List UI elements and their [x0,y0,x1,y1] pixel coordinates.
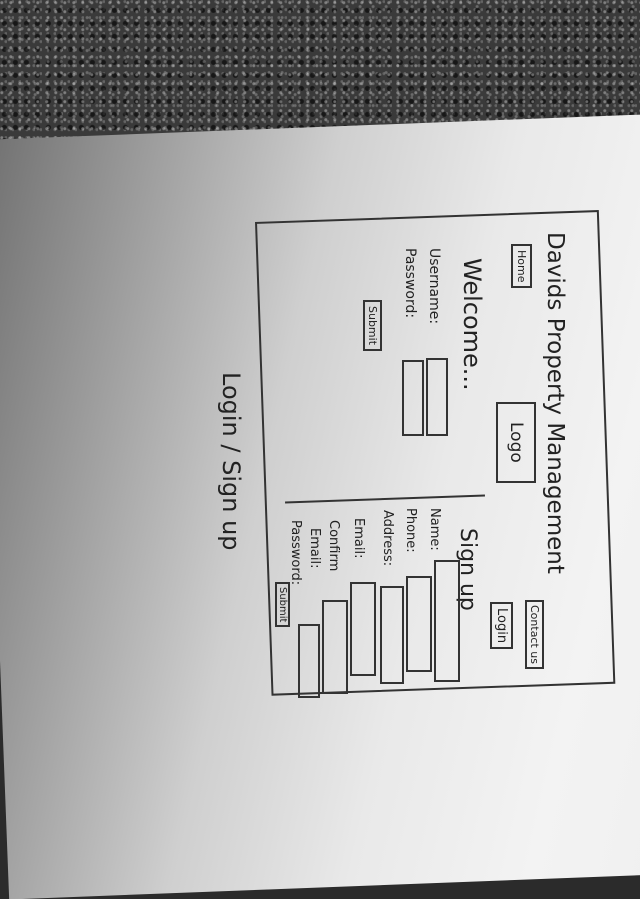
username-field[interactable] [426,358,448,436]
signup-name-field[interactable] [434,560,460,682]
signup-address-label: Address: [380,510,395,567]
login-submit-button[interactable]: Submit [363,300,382,352]
password-field[interactable] [402,360,424,436]
signup-password-field[interactable] [298,624,320,698]
signup-email-field[interactable] [350,582,376,676]
signup-phone-field[interactable] [406,576,432,672]
site-title: Davids Property Management [542,232,568,574]
page-caption: Login / Sign up [217,372,245,551]
signup-submit-button[interactable]: Submit [275,582,290,628]
signup-phone-label: Phone: [403,508,418,553]
wireframe-sketch: Davids Property Management Home Contact … [217,209,616,698]
nav-home-button[interactable]: Home [511,244,532,289]
nav-login-button[interactable]: Login [490,602,513,650]
signup-email-label: Email: [351,518,366,559]
logo-placeholder: Logo [496,402,536,483]
signup-address-field[interactable] [380,586,404,684]
signup-name-label: Name: [427,508,442,551]
signup-confirm-email-field[interactable] [322,600,348,694]
signup-password-label: Password: [288,520,303,586]
username-label: Username: [426,248,442,325]
welcome-heading: Welcome... [458,258,486,391]
password-label: Password: [402,248,418,319]
nav-contact-button[interactable]: Contact us [525,600,544,669]
signup-confirm-label: Confirm [326,520,341,572]
signup-confirm-email-label: Email: [307,528,322,569]
